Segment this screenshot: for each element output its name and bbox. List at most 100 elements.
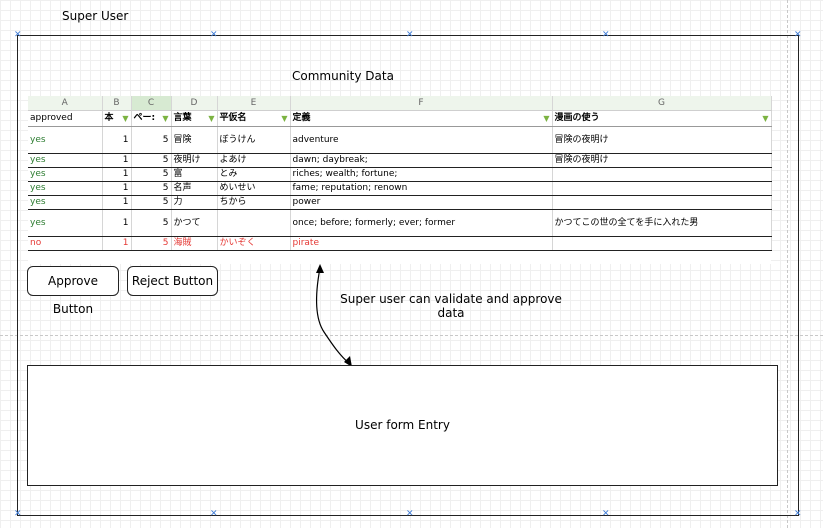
approve-button[interactable]: Approve Button — [27, 266, 119, 316]
manga-usage-cell[interactable]: 冒険の夜明け — [552, 126, 772, 154]
definition-cell[interactable]: riches; wealth; fortune; — [290, 167, 553, 182]
column-letter[interactable]: A — [28, 96, 103, 111]
filter-icon[interactable]: ▼ — [543, 114, 550, 123]
definition-cell[interactable]: adventure — [290, 126, 553, 154]
table-row[interactable]: yes 1 5 名声 めいせい fame; reputation; renown — [28, 181, 772, 196]
header-label: 本 — [104, 113, 114, 123]
approved-cell[interactable]: yes — [28, 209, 103, 237]
filter-icon[interactable]: ▼ — [208, 114, 215, 123]
selection-handle-icon[interactable]: ✕ — [794, 30, 802, 40]
filter-icon[interactable]: ▼ — [162, 114, 169, 123]
horizontal-guide — [0, 335, 823, 336]
selection-handle-icon[interactable]: ✕ — [210, 30, 218, 40]
approved-cell[interactable]: yes — [28, 153, 103, 168]
header-label: approved — [30, 113, 73, 123]
super-user-frame[interactable] — [17, 35, 799, 516]
hiragana-cell[interactable]: よあけ — [217, 153, 291, 168]
header-label: 平仮名 — [219, 113, 247, 123]
book-cell[interactable]: 1 — [102, 181, 132, 196]
manga-usage-cell[interactable] — [552, 167, 772, 182]
definition-cell[interactable]: fame; reputation; renown — [290, 181, 553, 196]
approved-cell[interactable]: no — [28, 236, 103, 251]
approved-cell[interactable]: yes — [28, 195, 103, 210]
header-label: 定義 — [292, 113, 311, 123]
word-cell[interactable]: 冒険 — [171, 126, 218, 154]
column-letter[interactable]: D — [171, 96, 218, 111]
user-form-entry-label: User form Entry — [355, 418, 450, 432]
column-letter[interactable]: B — [102, 96, 132, 111]
approved-cell[interactable]: yes — [28, 126, 103, 154]
header-cell[interactable]: approved — [28, 110, 103, 127]
filter-icon[interactable]: ▼ — [762, 114, 769, 123]
filter-icon[interactable]: ▼ — [281, 114, 288, 123]
hiragana-cell[interactable]: とみ — [217, 167, 291, 182]
approved-cell[interactable]: yes — [28, 181, 103, 196]
column-letter[interactable]: E — [217, 96, 291, 111]
selection-handle-icon[interactable]: ✕ — [602, 30, 610, 40]
header-label: 言葉 — [173, 113, 192, 123]
table-row[interactable]: yes 1 5 富 とみ riches; wealth; fortune; — [28, 167, 772, 182]
hiragana-cell[interactable] — [217, 209, 291, 237]
page-cell[interactable]: 5 — [131, 195, 172, 210]
definition-cell[interactable]: pirate — [290, 236, 553, 251]
hiragana-cell[interactable]: かいぞく — [217, 236, 291, 251]
hiragana-cell[interactable]: ぼうけん — [217, 126, 291, 154]
selection-handle-icon[interactable]: ✕ — [602, 509, 610, 519]
word-cell[interactable]: 海賊 — [171, 236, 218, 251]
selection-handle-icon[interactable]: ✕ — [406, 30, 414, 40]
approved-cell[interactable]: yes — [28, 167, 103, 182]
selection-handle-icon[interactable]: ✕ — [794, 509, 802, 519]
word-cell[interactable]: 力 — [171, 195, 218, 210]
selection-handle-icon[interactable]: ✕ — [210, 509, 218, 519]
header-cell[interactable]: 平仮名 ▼ — [217, 110, 291, 127]
manga-usage-cell[interactable]: 冒険の夜明け — [552, 153, 772, 168]
header-cell[interactable]: 本▼ — [102, 110, 132, 127]
column-letter[interactable]: F — [290, 96, 553, 111]
community-data-title: Community Data — [292, 69, 394, 83]
header-cell[interactable]: 漫画の使う ▼ — [552, 110, 772, 127]
manga-usage-cell[interactable] — [552, 181, 772, 196]
table-row[interactable]: yes 1 5 冒険 ぼうけん adventure 冒険の夜明け — [28, 126, 772, 154]
manga-usage-cell[interactable]: かつてこの世の全てを手に入れた男 — [552, 209, 772, 237]
definition-cell[interactable]: dawn; daybreak; — [290, 153, 553, 168]
manga-usage-cell[interactable] — [552, 236, 772, 251]
reject-button[interactable]: Reject Button — [127, 266, 218, 296]
book-cell[interactable]: 1 — [102, 209, 132, 237]
header-cell[interactable]: ペー:▼ — [131, 110, 172, 127]
page-cell[interactable]: 5 — [131, 209, 172, 237]
page-cell[interactable]: 5 — [131, 236, 172, 251]
filter-icon[interactable]: ▼ — [122, 114, 129, 123]
page-cell[interactable]: 5 — [131, 167, 172, 182]
definition-cell[interactable]: once; before; formerly; ever; former — [290, 209, 553, 237]
page-cell[interactable]: 5 — [131, 153, 172, 168]
page-cell[interactable]: 5 — [131, 126, 172, 154]
column-letter[interactable]: C — [131, 96, 172, 111]
word-cell[interactable]: かつて — [171, 209, 218, 237]
book-cell[interactable]: 1 — [102, 153, 132, 168]
word-cell[interactable]: 富 — [171, 167, 218, 182]
table-row[interactable]: yes 1 5 力 ちから power — [28, 195, 772, 210]
page-cell[interactable]: 5 — [131, 181, 172, 196]
user-form-entry-box[interactable]: User form Entry — [27, 365, 778, 486]
table-row[interactable]: yes 1 5 かつて once; before; formerly; ever… — [28, 209, 772, 237]
book-cell[interactable]: 1 — [102, 236, 132, 251]
hiragana-cell[interactable]: めいせい — [217, 181, 291, 196]
header-cell[interactable]: 言葉 ▼ — [171, 110, 218, 127]
table-row[interactable]: yes 1 5 夜明け よあけ dawn; daybreak; 冒険の夜明け — [28, 153, 772, 168]
selection-handle-icon[interactable]: ✕ — [14, 30, 22, 40]
book-cell[interactable]: 1 — [102, 195, 132, 210]
word-cell[interactable]: 夜明け — [171, 153, 218, 168]
definition-cell[interactable]: power — [290, 195, 553, 210]
header-label: 漫画の使う — [554, 113, 600, 123]
community-data-sheet[interactable]: A B C D E F G approved 本▼ ペー:▼ 言葉▼ 平仮名▼ … — [28, 96, 772, 264]
selection-handle-icon[interactable]: ✕ — [406, 509, 414, 519]
hiragana-cell[interactable]: ちから — [217, 195, 291, 210]
manga-usage-cell[interactable] — [552, 195, 772, 210]
header-cell[interactable]: 定義 ▼ — [290, 110, 553, 127]
selection-handle-icon[interactable]: ✕ — [14, 509, 22, 519]
word-cell[interactable]: 名声 — [171, 181, 218, 196]
table-row-rejected[interactable]: no 1 5 海賊 かいぞく pirate — [28, 236, 772, 251]
book-cell[interactable]: 1 — [102, 126, 132, 154]
book-cell[interactable]: 1 — [102, 167, 132, 182]
column-letter[interactable]: G — [552, 96, 772, 111]
